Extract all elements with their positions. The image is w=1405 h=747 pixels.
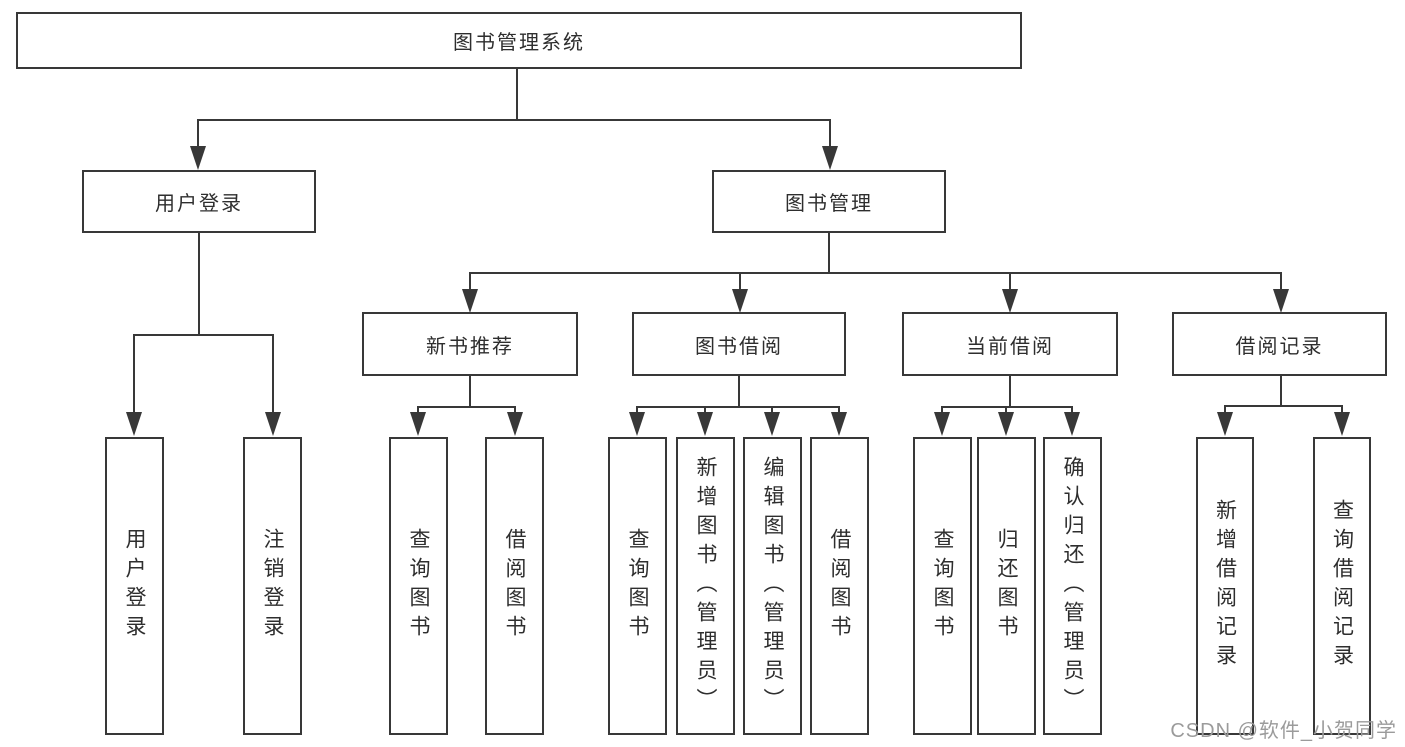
node-label: 归还图书: [995, 528, 1018, 644]
csdn-watermark: CSDN @软件_小贺同学: [1170, 720, 1397, 742]
edge-bookmgmt-stem: [828, 233, 830, 274]
arrowhead-bb-edit: [764, 412, 780, 436]
arrowhead-cb-return: [998, 412, 1014, 436]
arrowhead-book-mgmt: [822, 146, 838, 170]
node-label: 编辑图书（管理员）: [761, 455, 784, 717]
arrowhead-bb-query: [629, 412, 645, 436]
arrowhead-new-book: [462, 289, 478, 313]
edge-to-new-book: [469, 272, 471, 292]
leaf-borrow-books-newbook: 借阅图书: [485, 437, 544, 735]
edge-root-to-book-mgmt: [829, 119, 831, 149]
edge-to-borrow-record: [1280, 272, 1282, 292]
arrowhead-cb-query: [934, 412, 950, 436]
edge-stub: [1224, 405, 1226, 418]
node-current-borrowing: 当前借阅: [902, 312, 1118, 376]
leaf-query-borrow-record: 查询借阅记录: [1313, 437, 1371, 735]
node-label: 查询图书: [626, 528, 649, 644]
node-label: 用户登录: [155, 193, 243, 215]
node-label: 借阅记录: [1235, 335, 1324, 358]
arrowhead-user-login: [190, 146, 206, 170]
node-label: 确认归还（管理员）: [1061, 455, 1084, 717]
edge-stub: [1341, 405, 1343, 418]
arrowhead-leaf-logout: [265, 412, 281, 436]
node-book-management: 图书管理: [712, 170, 946, 233]
edge-currentborrow-rail: [941, 406, 1073, 408]
leaf-logout: 注销登录: [243, 437, 302, 735]
arrowhead-bb-add: [697, 412, 713, 436]
arrowhead-nb-borrow: [507, 412, 523, 436]
edge-borrowrecord-stem: [1280, 376, 1282, 407]
node-label: 借阅图书: [828, 528, 851, 644]
arrowhead-book-borrow: [732, 289, 748, 313]
node-new-book-recommendation: 新书推荐: [362, 312, 578, 376]
leaf-confirm-return-admin: 确认归还（管理员）: [1043, 437, 1102, 735]
edge-to-current-borrow: [1009, 272, 1011, 292]
edge-to-leaf-login: [133, 334, 135, 414]
edge-userlogin-stem: [198, 233, 200, 336]
leaf-add-borrow-record: 新增借阅记录: [1196, 437, 1254, 735]
edge-root-rail: [197, 119, 831, 121]
arrowhead-current-borrow: [1002, 289, 1018, 313]
leaf-add-books-admin: 新增图书（管理员）: [676, 437, 735, 735]
edge-currentborrow-stem: [1009, 376, 1011, 408]
leaf-query-books-newbook: 查询图书: [389, 437, 448, 735]
edge-to-book-borrow: [739, 272, 741, 292]
node-label: 当前借阅: [966, 335, 1054, 358]
arrowhead-bb-borrow: [831, 412, 847, 436]
leaf-user-login: 用户登录: [105, 437, 164, 735]
edge-bookborrow-stem: [738, 376, 740, 408]
node-label: 查询借阅记录: [1330, 499, 1354, 673]
leaf-edit-books-admin: 编辑图书（管理员）: [743, 437, 802, 735]
node-label: 注销登录: [261, 528, 284, 644]
node-label: 新书推荐: [426, 335, 514, 358]
edge-root-stem: [516, 69, 518, 121]
arrowhead-leaf-login: [126, 412, 142, 436]
leaf-query-books-current: 查询图书: [913, 437, 972, 735]
arrowhead-br-add: [1217, 412, 1233, 436]
node-label: 图书管理系统: [453, 32, 585, 54]
leaf-return-books: 归还图书: [977, 437, 1036, 735]
node-label: 新增借阅记录: [1213, 499, 1237, 673]
node-label: 图书借阅: [695, 335, 783, 358]
edge-newbook-stem: [469, 376, 471, 408]
node-borrowing-records: 借阅记录: [1172, 312, 1387, 376]
node-label: 图书管理: [785, 193, 873, 215]
node-label: 查询图书: [407, 528, 430, 644]
arrowhead-nb-query: [410, 412, 426, 436]
node-label: 新增图书（管理员）: [694, 455, 717, 717]
edge-bookmgmt-rail: [469, 272, 1282, 274]
node-book-borrowing: 图书借阅: [632, 312, 846, 376]
edge-to-leaf-logout: [272, 334, 274, 414]
edge-userlogin-rail: [133, 334, 274, 336]
node-label: 用户登录: [123, 528, 146, 644]
edge-newbook-rail: [417, 406, 516, 408]
node-label: 查询图书: [931, 528, 954, 644]
arrowhead-cb-confirm: [1064, 412, 1080, 436]
node-label: 借阅图书: [503, 528, 526, 644]
arrowhead-br-query: [1334, 412, 1350, 436]
node-user-login: 用户登录: [82, 170, 316, 233]
edge-borrowrecord-rail: [1224, 405, 1343, 407]
leaf-borrow-books-borrowing: 借阅图书: [810, 437, 869, 735]
edge-bookborrow-rail: [636, 406, 840, 408]
leaf-query-books-borrowing: 查询图书: [608, 437, 667, 735]
arrowhead-borrow-record: [1273, 289, 1289, 313]
edge-root-to-user-login: [197, 119, 199, 149]
node-library-management-system: 图书管理系统: [16, 12, 1022, 69]
